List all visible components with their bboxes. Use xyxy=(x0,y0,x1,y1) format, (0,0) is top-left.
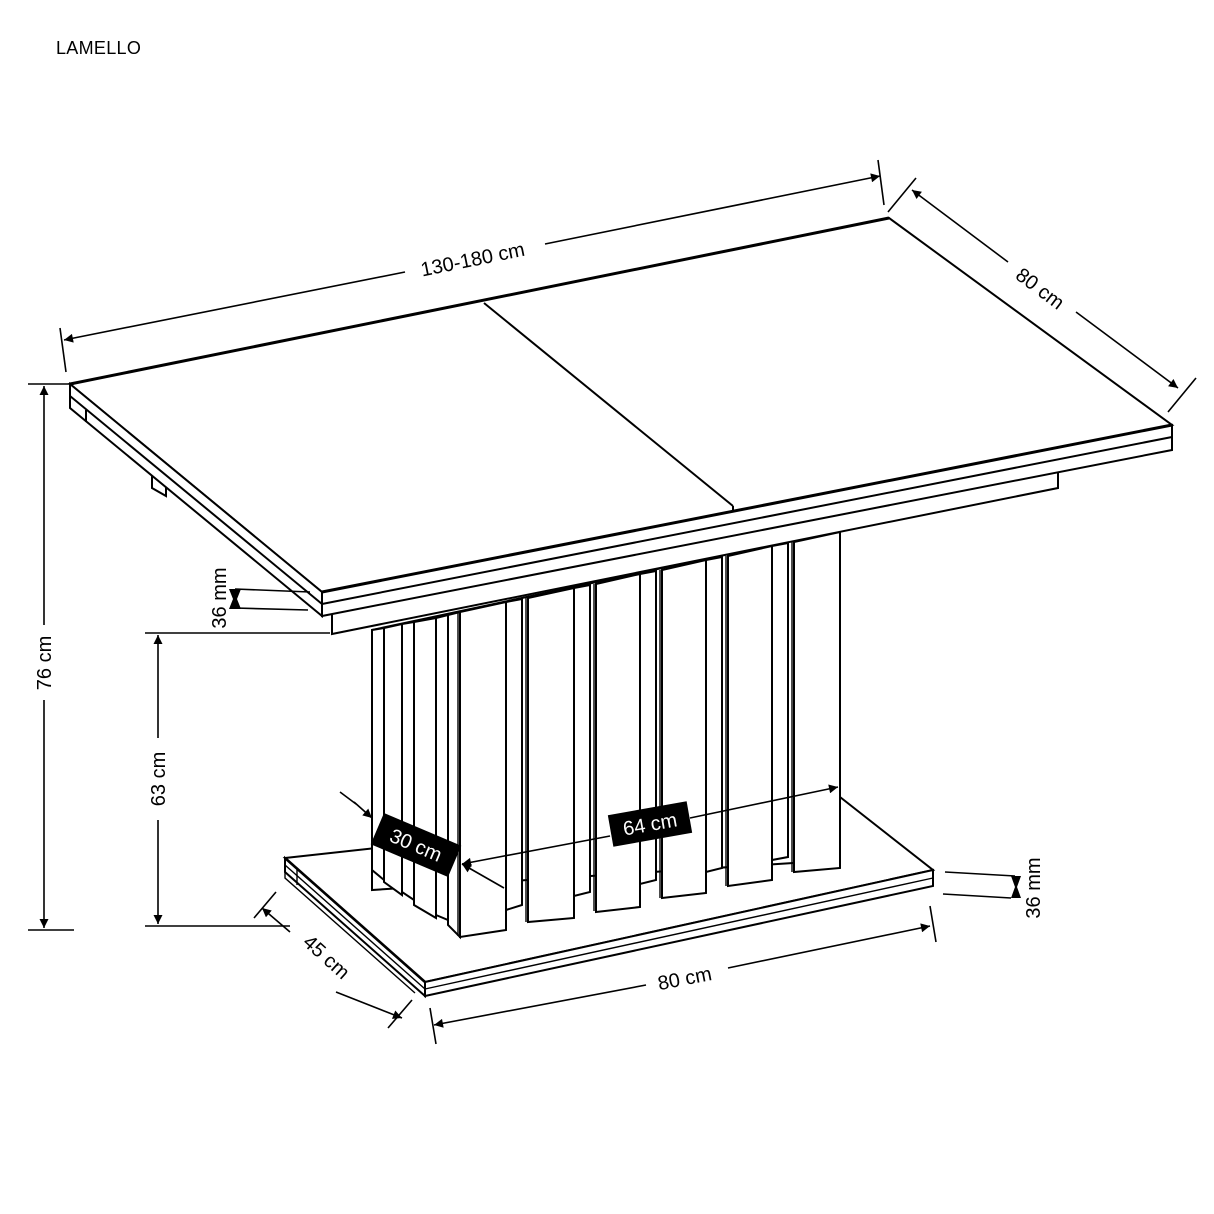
label-top-length: 130-180 cm xyxy=(419,239,527,282)
product-title: LAMELLO xyxy=(56,38,142,58)
label-top-thickness: 36 mm xyxy=(209,567,231,628)
label-total-height: 76 cm xyxy=(34,636,56,690)
dimension-base-thickness: 36 mm xyxy=(942,857,1045,919)
label-column-height: 63 cm xyxy=(148,752,170,806)
lamella-column xyxy=(371,528,841,940)
table-top xyxy=(67,216,1175,636)
label-base-depth: 45 cm xyxy=(298,931,353,984)
label-base-width: 80 cm xyxy=(656,963,714,995)
dimension-column-width: 64 cm xyxy=(461,784,839,867)
dimension-top-thickness: 36 mm xyxy=(209,567,311,629)
dimension-total-height: 76 cm xyxy=(28,383,74,931)
label-base-thickness: 36 mm xyxy=(1023,857,1045,918)
label-box-column-width: 64 cm xyxy=(607,801,693,847)
label-top-depth: 80 cm xyxy=(1011,264,1068,314)
dimension-column-height: 63 cm xyxy=(145,632,330,927)
